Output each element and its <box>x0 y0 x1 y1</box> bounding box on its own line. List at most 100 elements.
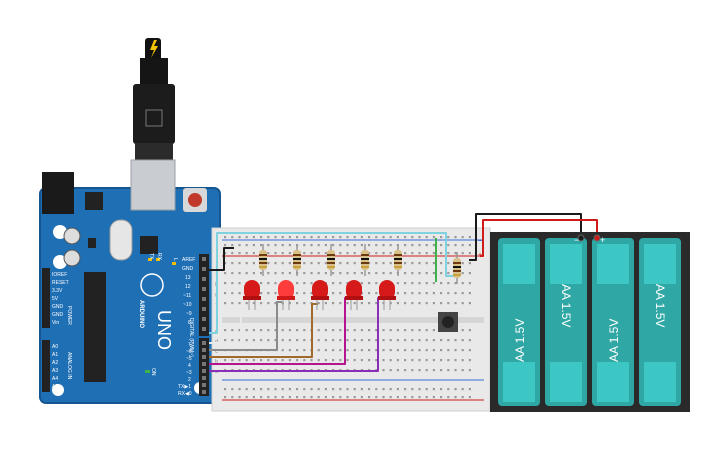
breadboard-hole <box>231 262 234 265</box>
breadboard-hole <box>389 329 392 332</box>
breadboard-hole <box>224 236 227 239</box>
breadboard-hole <box>267 302 270 305</box>
pin-label-4: 4 <box>188 363 191 369</box>
breadboard-hole <box>224 244 227 247</box>
breadboard-hole <box>389 369 392 372</box>
breadboard-hole <box>281 244 284 247</box>
breadboard-hole <box>375 272 378 275</box>
breadboard-hole <box>324 396 327 399</box>
pin-label-a0: A0 <box>52 344 58 350</box>
breadboard-hole <box>260 339 263 342</box>
rx-label: RX <box>156 253 162 261</box>
breadboard-hole <box>396 282 399 285</box>
breadboard-hole <box>353 252 356 255</box>
battery-cell-2-label: AA 1.5V <box>559 284 573 327</box>
breadboard-hole <box>224 262 227 265</box>
breadboard-hole <box>296 236 299 239</box>
breadboard-hole <box>432 388 435 391</box>
breadboard-hole <box>454 236 457 239</box>
breadboard-hole <box>310 262 313 265</box>
breadboard-hole <box>447 272 450 275</box>
breadboard-hole <box>418 272 421 275</box>
breadboard-hole <box>310 236 313 239</box>
led-5 <box>378 280 396 310</box>
breadboard-hole <box>382 244 385 247</box>
breadboard-hole <box>252 262 255 265</box>
breadboard-hole <box>332 244 335 247</box>
breadboard-hole <box>432 302 435 305</box>
pin-label-gnd1: GND <box>52 304 64 310</box>
pin-label-8: 8 <box>188 320 191 326</box>
breadboard-hole <box>267 272 270 275</box>
breadboard-hole <box>288 252 291 255</box>
breadboard-hole <box>468 244 471 247</box>
breadboard-hole <box>332 236 335 239</box>
breadboard-hole <box>425 396 428 399</box>
breadboard-hole <box>382 252 385 255</box>
breadboard-hole <box>252 236 255 239</box>
breadboard-hole <box>245 262 248 265</box>
breadboard-hole <box>317 236 320 239</box>
breadboard-hole <box>339 292 342 295</box>
breadboard-hole <box>411 369 414 372</box>
breadboard-hole <box>461 302 464 305</box>
breadboard-hole <box>404 244 407 247</box>
breadboard-hole <box>288 339 291 342</box>
breadboard-hole <box>468 272 471 275</box>
breadboard-hole <box>296 359 299 362</box>
push-button[interactable] <box>438 312 458 332</box>
breadboard-hole <box>231 339 234 342</box>
breadboard-hole <box>411 349 414 352</box>
breadboard-hole <box>303 282 306 285</box>
breadboard-hole <box>418 252 421 255</box>
breadboard-hole <box>224 339 227 342</box>
breadboard-hole <box>454 244 457 247</box>
breadboard-hole <box>468 262 471 265</box>
wire-grey <box>209 301 282 351</box>
breadboard-hole <box>252 396 255 399</box>
breadboard-hole <box>418 282 421 285</box>
breadboard-hole <box>389 236 392 239</box>
breadboard-hole <box>245 396 248 399</box>
breadboard-hole <box>317 339 320 342</box>
breadboard-hole <box>252 302 255 305</box>
breadboard-hole <box>238 388 241 391</box>
breadboard-hole <box>238 292 241 295</box>
breadboard-hole <box>461 236 464 239</box>
breadboard-hole <box>396 388 399 391</box>
resistor-4 <box>361 244 369 276</box>
pin-label-6: ~6 <box>186 349 192 355</box>
breadboard-hole <box>375 282 378 285</box>
breadboard-hole <box>389 349 392 352</box>
wire-battery-red <box>480 219 598 257</box>
battery-cell-1-label: AA 1.5V <box>513 319 527 362</box>
breadboard-hole <box>252 252 255 255</box>
breadboard-hole <box>368 359 371 362</box>
pin-label-aref: AREF <box>182 257 195 263</box>
breadboard-hole <box>418 359 421 362</box>
breadboard-hole <box>274 359 277 362</box>
breadboard-hole <box>231 282 234 285</box>
breadboard-hole <box>353 388 356 391</box>
breadboard-hole <box>368 349 371 352</box>
breadboard-hole <box>396 302 399 305</box>
breadboard-hole <box>461 329 464 332</box>
breadboard-hole <box>346 282 349 285</box>
breadboard-hole <box>339 262 342 265</box>
breadboard-hole <box>368 329 371 332</box>
breadboard-hole <box>468 292 471 295</box>
breadboard-hole <box>375 396 378 399</box>
arduino-board[interactable]: ARDUINO UNO ON TX RX L DIGITAL (PWM~) PO… <box>39 159 221 404</box>
breadboard-hole <box>404 282 407 285</box>
breadboard-hole <box>224 329 227 332</box>
leds[interactable] <box>243 280 396 310</box>
wire-brown <box>209 303 318 358</box>
breadboard-hole <box>353 244 356 247</box>
breadboard-hole <box>339 339 342 342</box>
breadboard-hole <box>303 388 306 391</box>
breadboard-hole <box>260 396 263 399</box>
breadboard-hole <box>404 369 407 372</box>
breadboard-hole <box>360 236 363 239</box>
breadboard-hole <box>332 396 335 399</box>
breadboard-hole <box>274 329 277 332</box>
